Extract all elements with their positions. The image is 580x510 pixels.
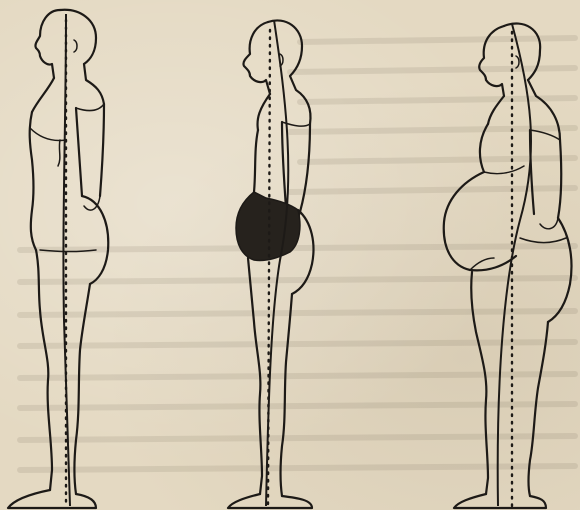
figure-obese [444,23,572,508]
figure-slouched [228,20,313,508]
figure-upright [8,10,108,508]
